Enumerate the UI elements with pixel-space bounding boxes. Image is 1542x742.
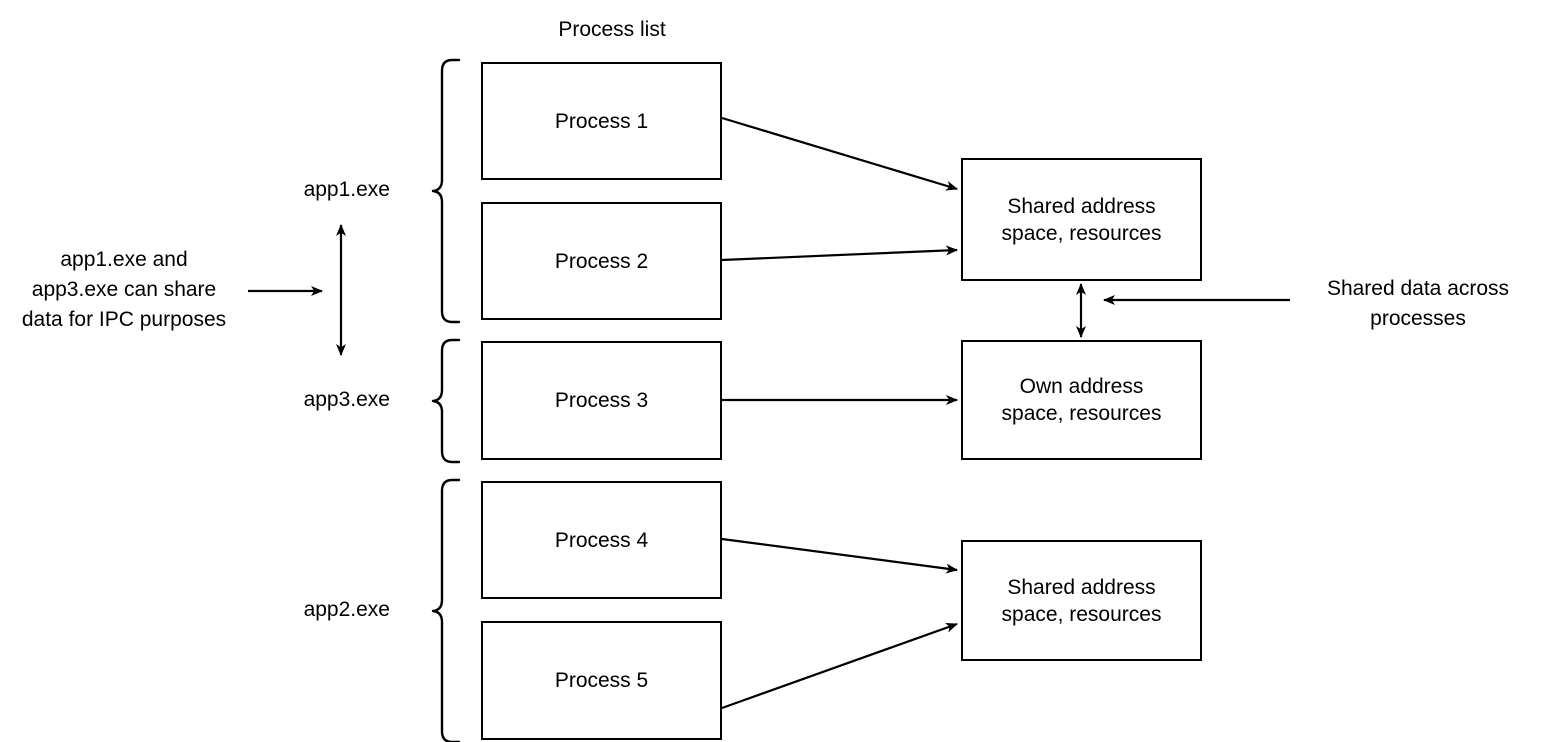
process-box-5-label: Process 5 (554, 669, 649, 692)
shared-address-space-box-app1-label: Shared address space, resources (1001, 194, 1162, 245)
own-address-space-box-app3-label: Own address space, resources (1001, 375, 1162, 425)
annotation-shared-data-note: Shared data across processes (1326, 277, 1510, 330)
brace-app1 (431, 58, 461, 324)
shared-address-space-box-app1[interactable]: Shared address space, resources (961, 158, 1202, 281)
connector-process-5-to-shared (721, 622, 958, 710)
connector-process-1-to-shared (721, 116, 958, 191)
app-label-app2-exe: app2.exe (303, 598, 390, 621)
process-box-1-label: Process 1 (554, 109, 649, 133)
process-box-2-label: Process 2 (554, 249, 649, 273)
shared-address-space-box-app2-label: Shared address space, resources (1001, 575, 1162, 626)
connector-process-4-to-shared (721, 537, 958, 574)
shared-address-space-box-app2[interactable]: Shared address space, resources (961, 540, 1202, 661)
own-address-space-box-app3[interactable]: Own address space, resources (961, 340, 1202, 460)
app-label-app1-exe: app1.exe (303, 178, 390, 201)
process-box-3-label: Process 3 (554, 389, 649, 412)
process-box-4-label: Process 4 (554, 528, 649, 552)
process-box-1[interactable]: Process 1 (481, 62, 722, 180)
annotation-ipc-note: app1.exe and app3.exe can share data for… (21, 248, 227, 331)
brace-app3 (431, 338, 461, 464)
process-box-5[interactable]: Process 5 (481, 621, 722, 740)
connector-process-2-to-shared (721, 245, 958, 262)
page-title: Process list (558, 18, 666, 41)
process-box-3[interactable]: Process 3 (481, 341, 722, 460)
process-box-4[interactable]: Process 4 (481, 481, 722, 599)
process-box-2[interactable]: Process 2 (481, 202, 722, 320)
brace-app2 (431, 478, 461, 742)
app-label-app3-exe: app3.exe (303, 388, 390, 411)
